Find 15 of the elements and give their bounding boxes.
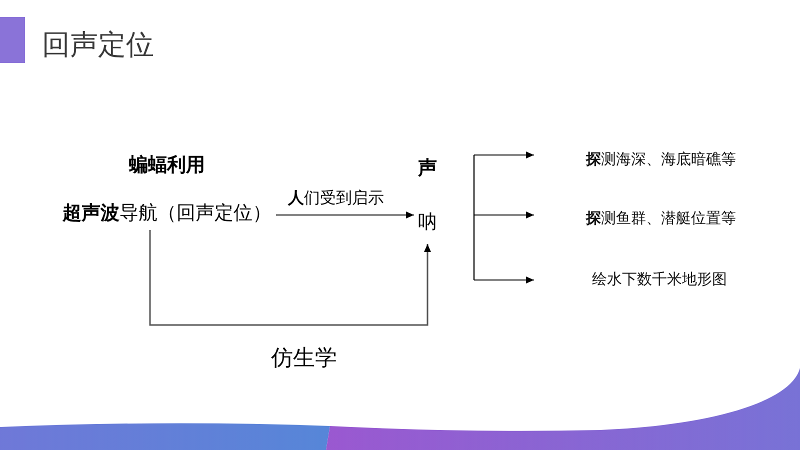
arrow: [474, 212, 534, 218]
result-text: 探测鱼群、潜艇位置等: [586, 209, 736, 229]
arrow: [149, 230, 431, 326]
vertical-text-label: 声呐: [418, 142, 437, 250]
result-text: 探测海深、海底暗礁等: [586, 150, 736, 170]
arrow: [474, 152, 534, 158]
node-text: 超声波导航（回声定位）: [62, 202, 272, 226]
node-heading: 蝙蝠利用: [129, 154, 205, 178]
arrow: [474, 276, 534, 284]
arrow: [276, 212, 414, 218]
result-text: 绘水下数千米地形图: [592, 270, 727, 290]
slide-title: 回声定位: [42, 28, 154, 62]
branch-line: [473, 155, 475, 280]
edge-label: 仿生学: [271, 344, 337, 372]
edge-label: 人们受到启示: [288, 189, 384, 209]
